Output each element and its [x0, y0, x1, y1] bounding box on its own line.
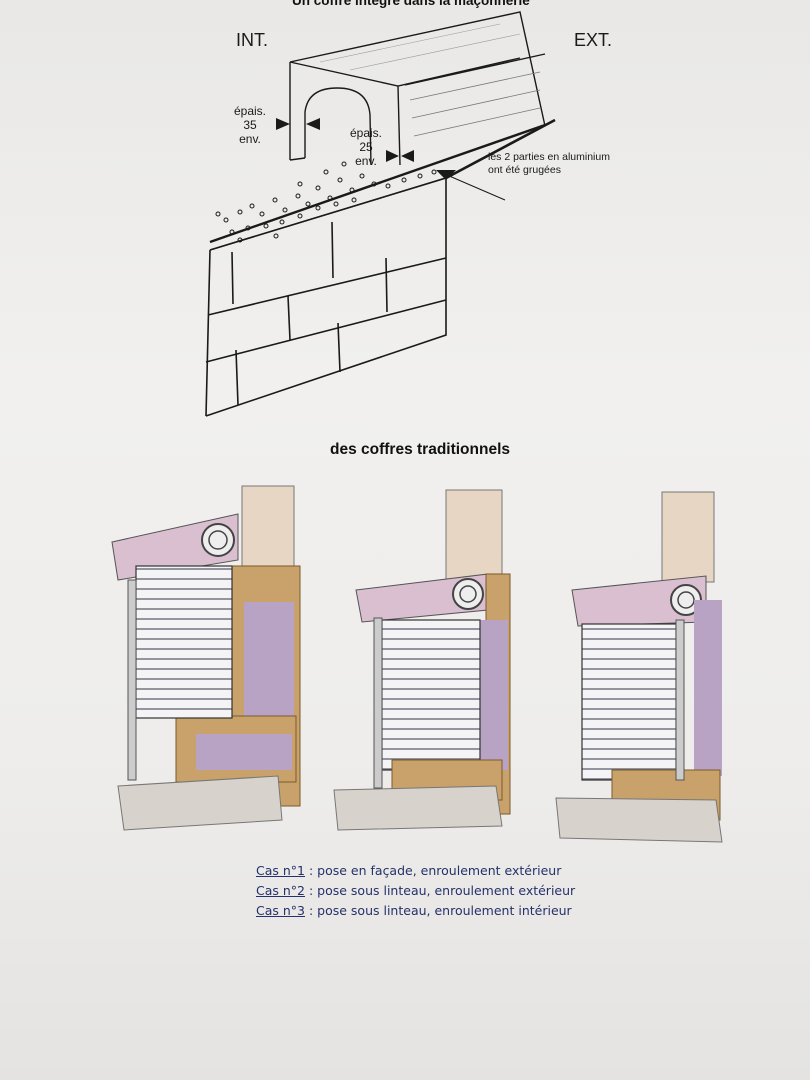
- exterior-label: EXT.: [574, 30, 613, 50]
- case-1-illustration: [111, 485, 301, 831]
- caption-case-3: Cas n°3 : pose sous linteau, enroulement…: [256, 903, 572, 918]
- diagram-title: Un coffre intégré dans la maçonnerie: [292, 0, 530, 8]
- case-3-illustration: [555, 491, 723, 843]
- case-captions: Cas n°1 : pose en façade, enroulement ex…: [256, 861, 575, 921]
- aluminium-note: les 2 parties en aluminium ont été grugé…: [488, 151, 610, 176]
- case-2-illustration: [333, 489, 511, 831]
- lintel-box: [209, 11, 556, 251]
- section-title: des coffres traditionnels: [330, 441, 511, 458]
- thickness-25-label: épais. 25 env.: [349, 126, 383, 168]
- interior-label: INT.: [236, 30, 269, 50]
- thickness-35-label: épais. 35 env.: [233, 104, 267, 146]
- concrete-gravel: [215, 161, 437, 243]
- caption-case-1: Cas n°1 : pose en façade, enroulement ex…: [256, 863, 562, 878]
- caption-case-2: Cas n°2 : pose sous linteau, enroulement…: [256, 883, 576, 898]
